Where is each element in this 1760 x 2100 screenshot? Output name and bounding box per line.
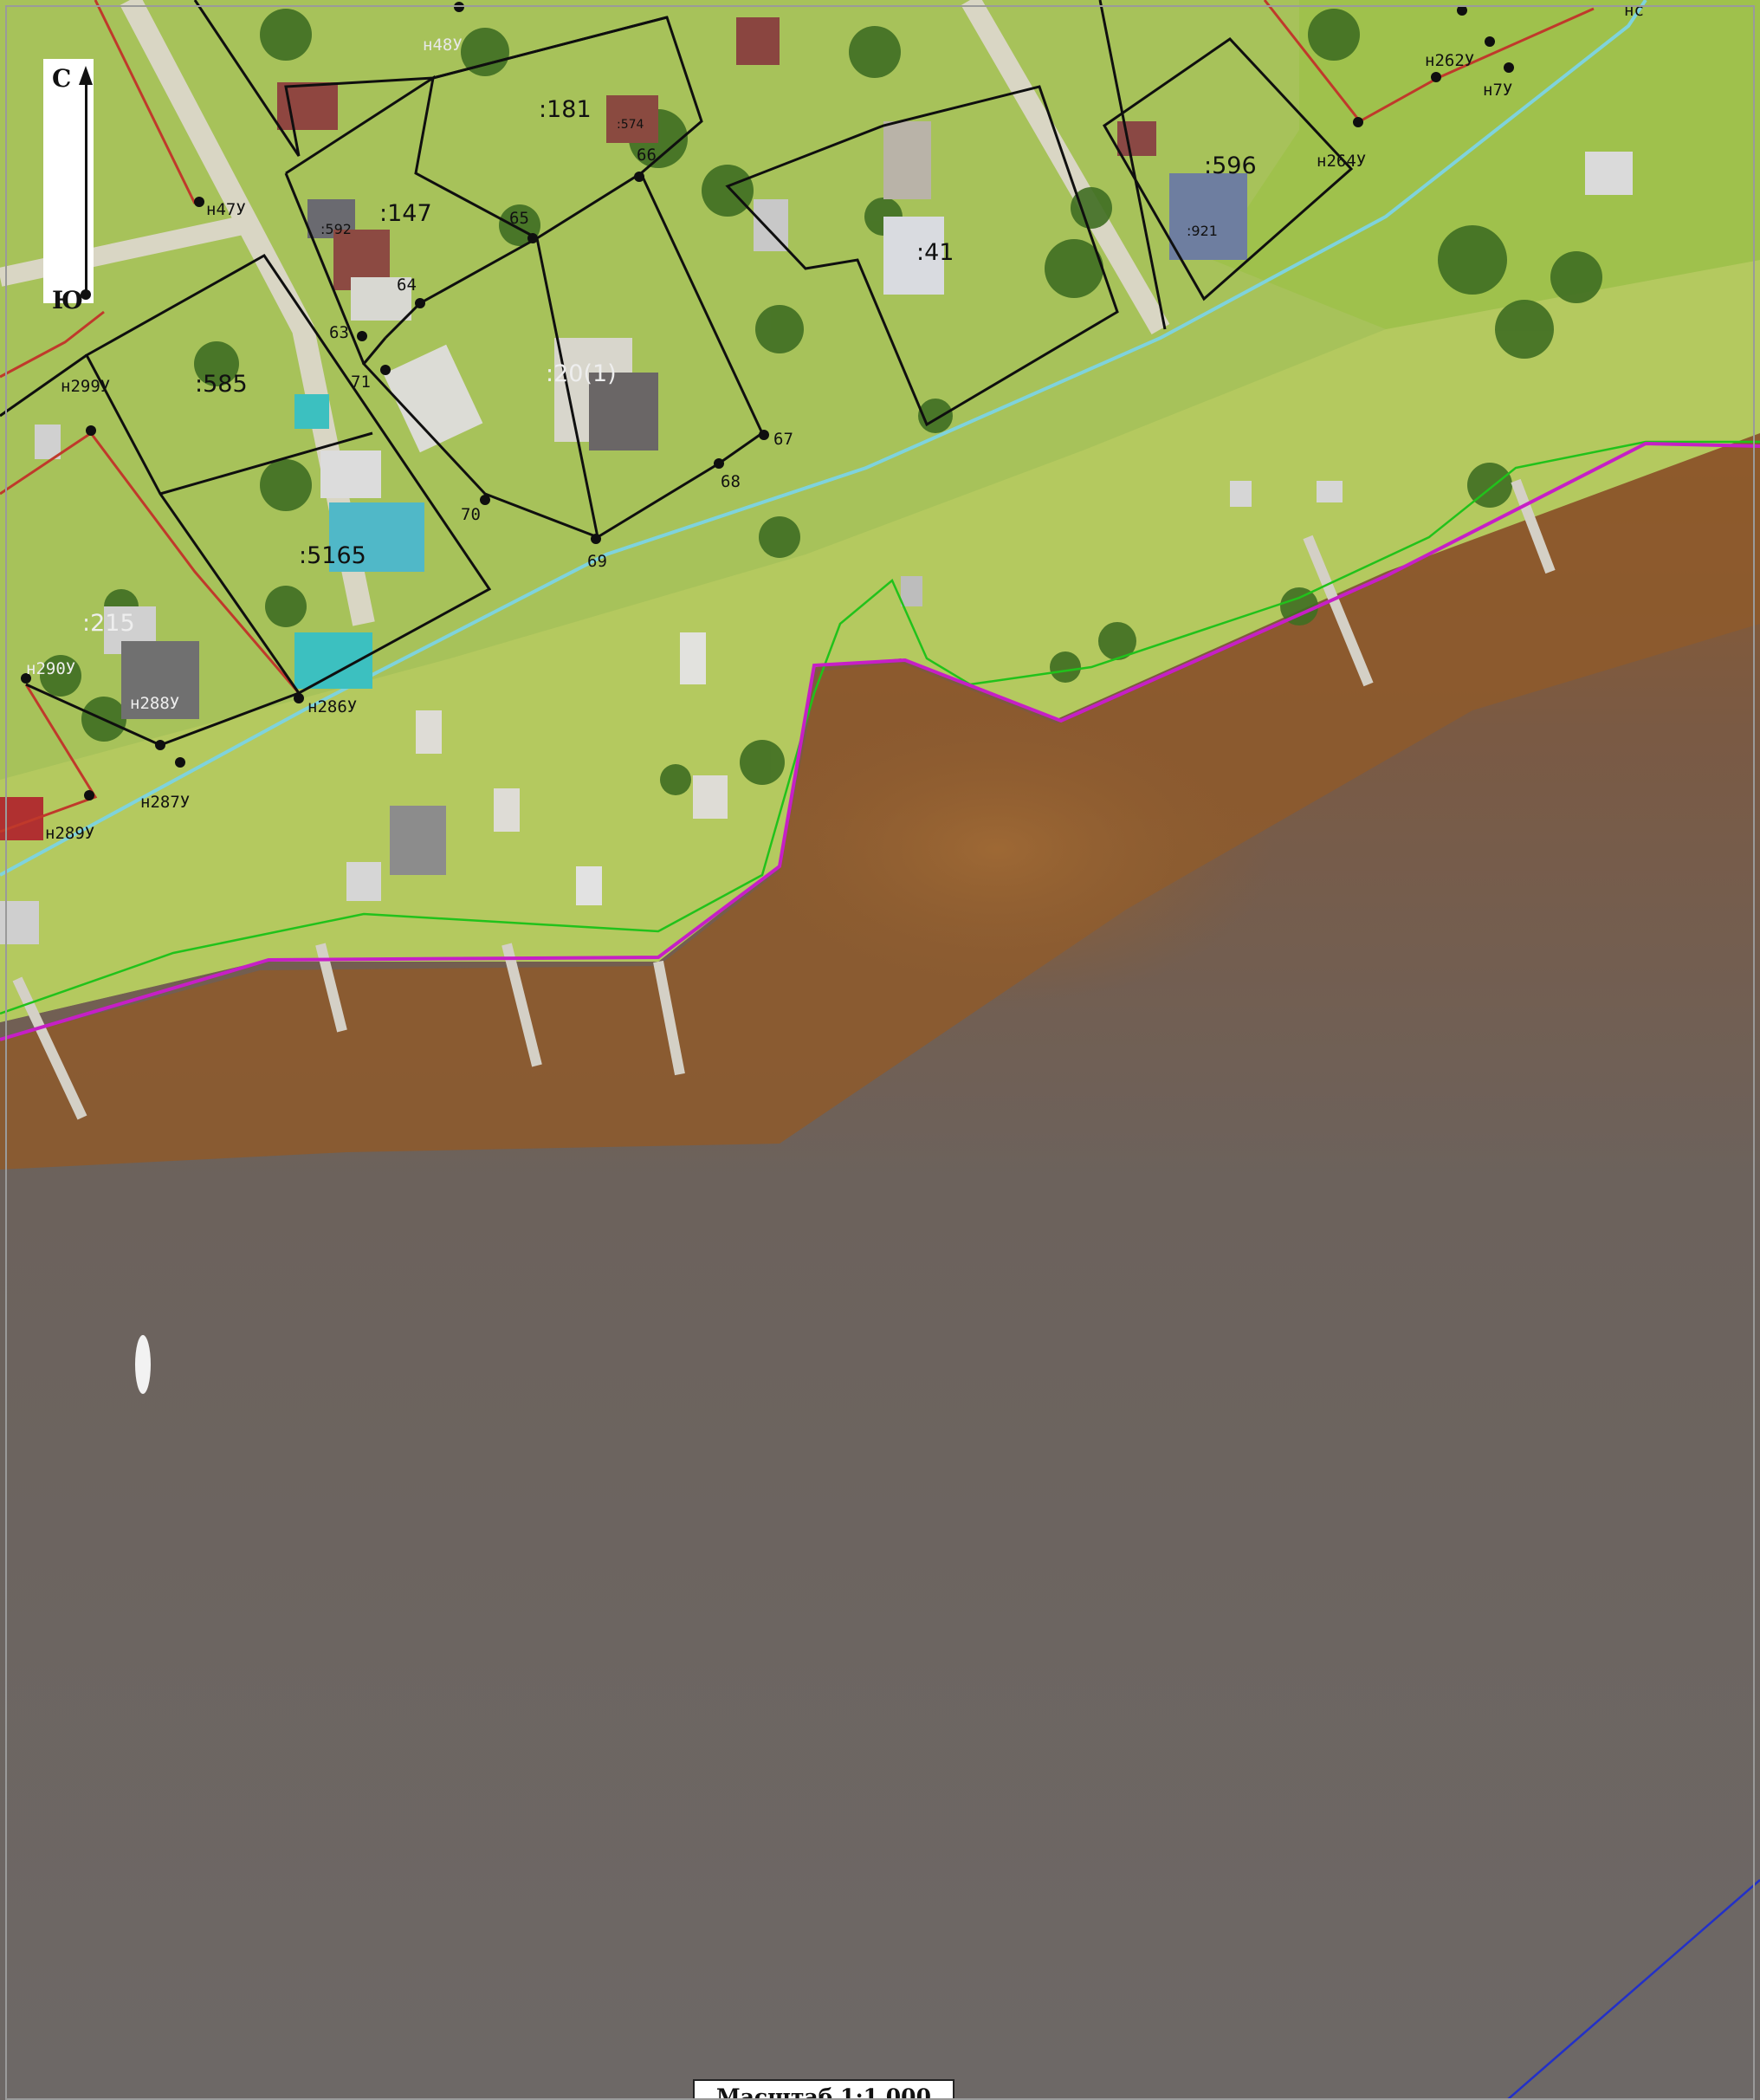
parcel-147: :147 [379,200,432,227]
point-66: 66 [637,146,657,165]
point-n7: н7У [1483,81,1512,100]
point-n264: н264У [1317,152,1366,171]
parcel-labels: :181 :574 :147 :592 :20(1) :41 :596 :921… [82,96,1257,637]
parcel-921: :921 [1187,223,1218,239]
point-n47: н47У [206,200,246,219]
south-dot-icon [81,289,91,300]
point-labels: н48У н47У н299У н290У н288У н286У н287У … [26,1,1644,843]
point-n299: н299У [61,377,110,396]
point-n262: н262У [1425,51,1474,70]
point-69: 69 [587,552,607,571]
buildings [0,17,1633,944]
point-64: 64 [397,275,417,295]
north-arrow-shaft [85,75,87,293]
scale-label: Масштаб 1:1 000 [716,2084,931,2100]
parcel-592: :592 [320,221,352,237]
point-n290: н290У [26,659,75,678]
road-west [0,216,245,287]
point-67: 67 [773,430,793,449]
point-n286: н286У [307,697,357,716]
boat [135,1335,151,1394]
south-label: Ю [52,286,84,314]
scale-box: Масштаб 1:1 000 [693,2079,954,2100]
point-n289: н289У [45,824,94,843]
point-71: 71 [351,373,371,392]
parcel-41: :41 [916,239,954,266]
parcel-585: :585 [195,371,248,398]
parcel-215: :215 [82,610,135,637]
boundary-magenta [0,441,1760,1041]
point-63: 63 [329,323,349,342]
parcel-20: :20(1) [546,360,617,387]
point-65: 65 [509,209,529,228]
point-n288: н288У [130,694,179,713]
meadow-upper-right [1213,0,1760,329]
parcel-596: :596 [1204,152,1257,179]
point-n287: н287У [140,793,190,812]
point-n48: н48У [423,36,463,55]
waterline-green [0,440,1760,1015]
shallow-patch [719,693,1273,1005]
cadastral-red-lines [0,0,1595,833]
point-70: 70 [461,505,481,524]
north-label: С [52,64,72,93]
point-nc: нс [1624,1,1644,20]
parcel-574: :574 [617,118,644,132]
vertex-points [21,2,1514,800]
boundary-blue [1506,1879,1760,2100]
lake-water [0,433,1760,2100]
parcel-181: :181 [539,96,592,123]
north-arrow: С Ю [43,59,94,314]
parcel-5165: :5165 [299,542,366,569]
parcel-boundaries [0,0,1354,747]
point-68: 68 [721,472,741,491]
